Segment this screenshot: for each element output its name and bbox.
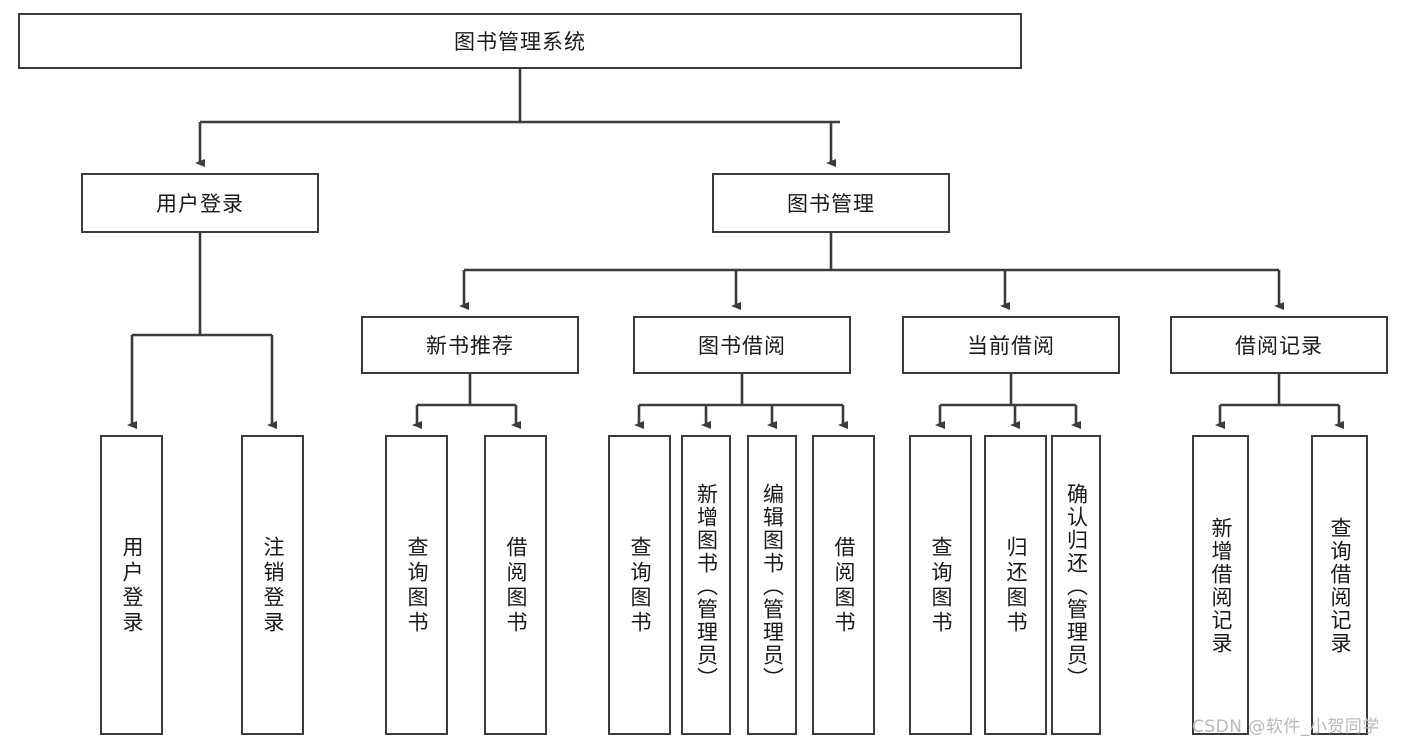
node-new-book-recommend[interactable]: 新书推荐 (361, 316, 579, 374)
node-book-management[interactable]: 图书管理 (712, 173, 950, 233)
csdn-watermark: CSDN @软件_小贺同学 (1192, 717, 1380, 737)
node-leaf-query-book-2[interactable]: 查询图书 (608, 435, 671, 735)
node-borrow-record-label: 借阅记录 (1235, 334, 1323, 358)
node-root-label: 图书管理系统 (454, 30, 586, 54)
node-user-login-label: 用户登录 (156, 192, 244, 216)
node-user-login[interactable]: 用户登录 (81, 173, 319, 233)
node-leaf-logout[interactable]: 注销登录 (241, 435, 304, 735)
node-leaf-edit-book[interactable]: 编辑图书（管理员） (747, 435, 797, 735)
node-leaf-confirm-return[interactable]: 确认归还（管理员） (1051, 435, 1101, 735)
node-leaf-query-book-2-label: 查询图书 (628, 536, 652, 636)
node-leaf-return-book[interactable]: 归还图书 (984, 435, 1047, 735)
node-leaf-borrow-book-1-label: 借阅图书 (504, 536, 528, 636)
node-leaf-return-book-label: 归还图书 (1004, 536, 1028, 636)
node-current-borrow[interactable]: 当前借阅 (902, 316, 1120, 374)
node-current-borrow-label: 当前借阅 (967, 334, 1055, 358)
node-new-book-recommend-label: 新书推荐 (426, 334, 514, 358)
node-leaf-add-record[interactable]: 新增借阅记录 (1192, 435, 1249, 735)
node-leaf-query-book-1[interactable]: 查询图书 (385, 435, 448, 735)
node-leaf-borrow-book-2[interactable]: 借阅图书 (812, 435, 875, 735)
node-leaf-query-book-3-label: 查询图书 (929, 536, 953, 636)
node-borrow-record[interactable]: 借阅记录 (1170, 316, 1388, 374)
node-leaf-query-record[interactable]: 查询借阅记录 (1311, 435, 1368, 735)
node-book-borrow-label: 图书借阅 (698, 334, 786, 358)
node-leaf-confirm-return-label: 确认归还（管理员） (1064, 482, 1089, 690)
node-leaf-query-record-label: 查询借阅记录 (1328, 517, 1352, 655)
node-leaf-borrow-book-1[interactable]: 借阅图书 (484, 435, 547, 735)
node-leaf-user-login-label: 用户登录 (120, 536, 144, 636)
node-book-borrow[interactable]: 图书借阅 (633, 316, 851, 374)
node-leaf-borrow-book-2-label: 借阅图书 (832, 536, 856, 636)
node-leaf-query-book-1-label: 查询图书 (405, 536, 429, 636)
node-book-management-label: 图书管理 (787, 192, 875, 216)
node-leaf-add-book-label: 新增图书（管理员） (694, 482, 719, 690)
node-leaf-logout-label: 注销登录 (261, 536, 285, 636)
node-leaf-user-login[interactable]: 用户登录 (100, 435, 163, 735)
node-leaf-add-book[interactable]: 新增图书（管理员） (681, 435, 731, 735)
node-leaf-edit-book-label: 编辑图书（管理员） (760, 482, 785, 690)
node-leaf-query-book-3[interactable]: 查询图书 (909, 435, 972, 735)
node-leaf-add-record-label: 新增借阅记录 (1209, 517, 1233, 655)
node-root[interactable]: 图书管理系统 (18, 13, 1022, 69)
